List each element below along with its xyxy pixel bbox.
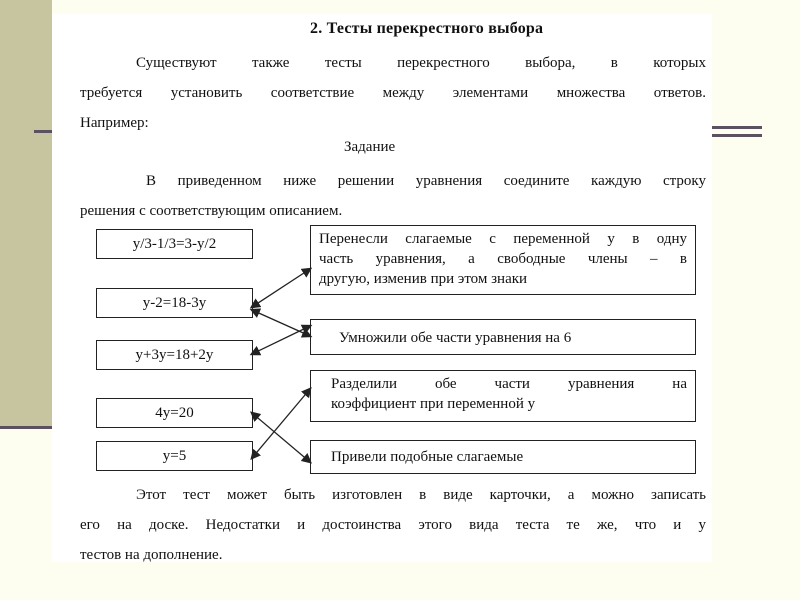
side-decor-band — [0, 0, 52, 428]
task-line-2: решения с соответствующим описанием. — [80, 203, 343, 219]
description-3-line-1: Разделили обе части уравнения на — [331, 376, 687, 392]
task-line-1: В приведенном ниже решении уравнения сое… — [146, 173, 706, 189]
description-1-line-2: часть уравнения, а свободные члены – в — [319, 251, 687, 267]
arrow-eq3-desc2 — [249, 324, 313, 356]
task-title: Задание — [344, 139, 396, 155]
section-heading: 2. Тесты перекрестного выбора — [310, 20, 544, 37]
conclusion-line-3: тестов на дополнение. — [80, 547, 223, 563]
conclusion-line-1: Этот тест может быть изготовлен в виде к… — [136, 487, 706, 503]
equation-box-3: y+3y=18+2y — [96, 340, 253, 370]
arrow-eq4-desc4 — [250, 411, 312, 464]
equation-box-5: y=5 — [96, 441, 253, 471]
description-1-line-1: Перенесли слагаемые с переменной у в одн… — [319, 231, 687, 247]
document-page: 2. Тесты перекрестного выбора Существуют… — [52, 14, 712, 563]
equation-box-4: 4y=20 — [96, 398, 253, 428]
connection-arrows — [249, 267, 313, 464]
equation-box-2: y-2=18-3y — [96, 288, 253, 318]
arrow-eq2-desc2 — [249, 308, 313, 338]
description-box-4: Привели подобные слагаемые — [310, 440, 696, 474]
decor-rule-left-bottom — [0, 426, 52, 429]
description-1-line-3: другую, изменив при этом знаки — [319, 271, 528, 287]
description-3-line-2: коэффициент при переменной у — [331, 396, 536, 412]
arrow-eq5-desc3 — [250, 387, 312, 460]
description-box-2: Умножили обе части уравнения на 6 — [310, 319, 696, 355]
decor-rule-right-bottom — [712, 134, 762, 137]
decor-rule-left — [34, 130, 56, 133]
equation-box-1: y/3-1/3=3-y/2 — [96, 229, 253, 259]
description-box-3: Разделили обе части уравнения на коэффиц… — [310, 370, 696, 422]
conclusion-line-2: его на доске. Недостатки и достоинства э… — [80, 517, 706, 533]
arrow-eq2-desc1 — [249, 267, 313, 309]
description-box-1: Перенесли слагаемые с переменной у в одн… — [310, 225, 696, 295]
intro-line-1: Существуют также тесты перекрестного выб… — [136, 55, 706, 71]
decor-rule-right-top — [712, 126, 762, 129]
intro-line-2: требуется установить соответствие между … — [80, 85, 706, 101]
intro-line-3: Например: — [80, 115, 149, 131]
